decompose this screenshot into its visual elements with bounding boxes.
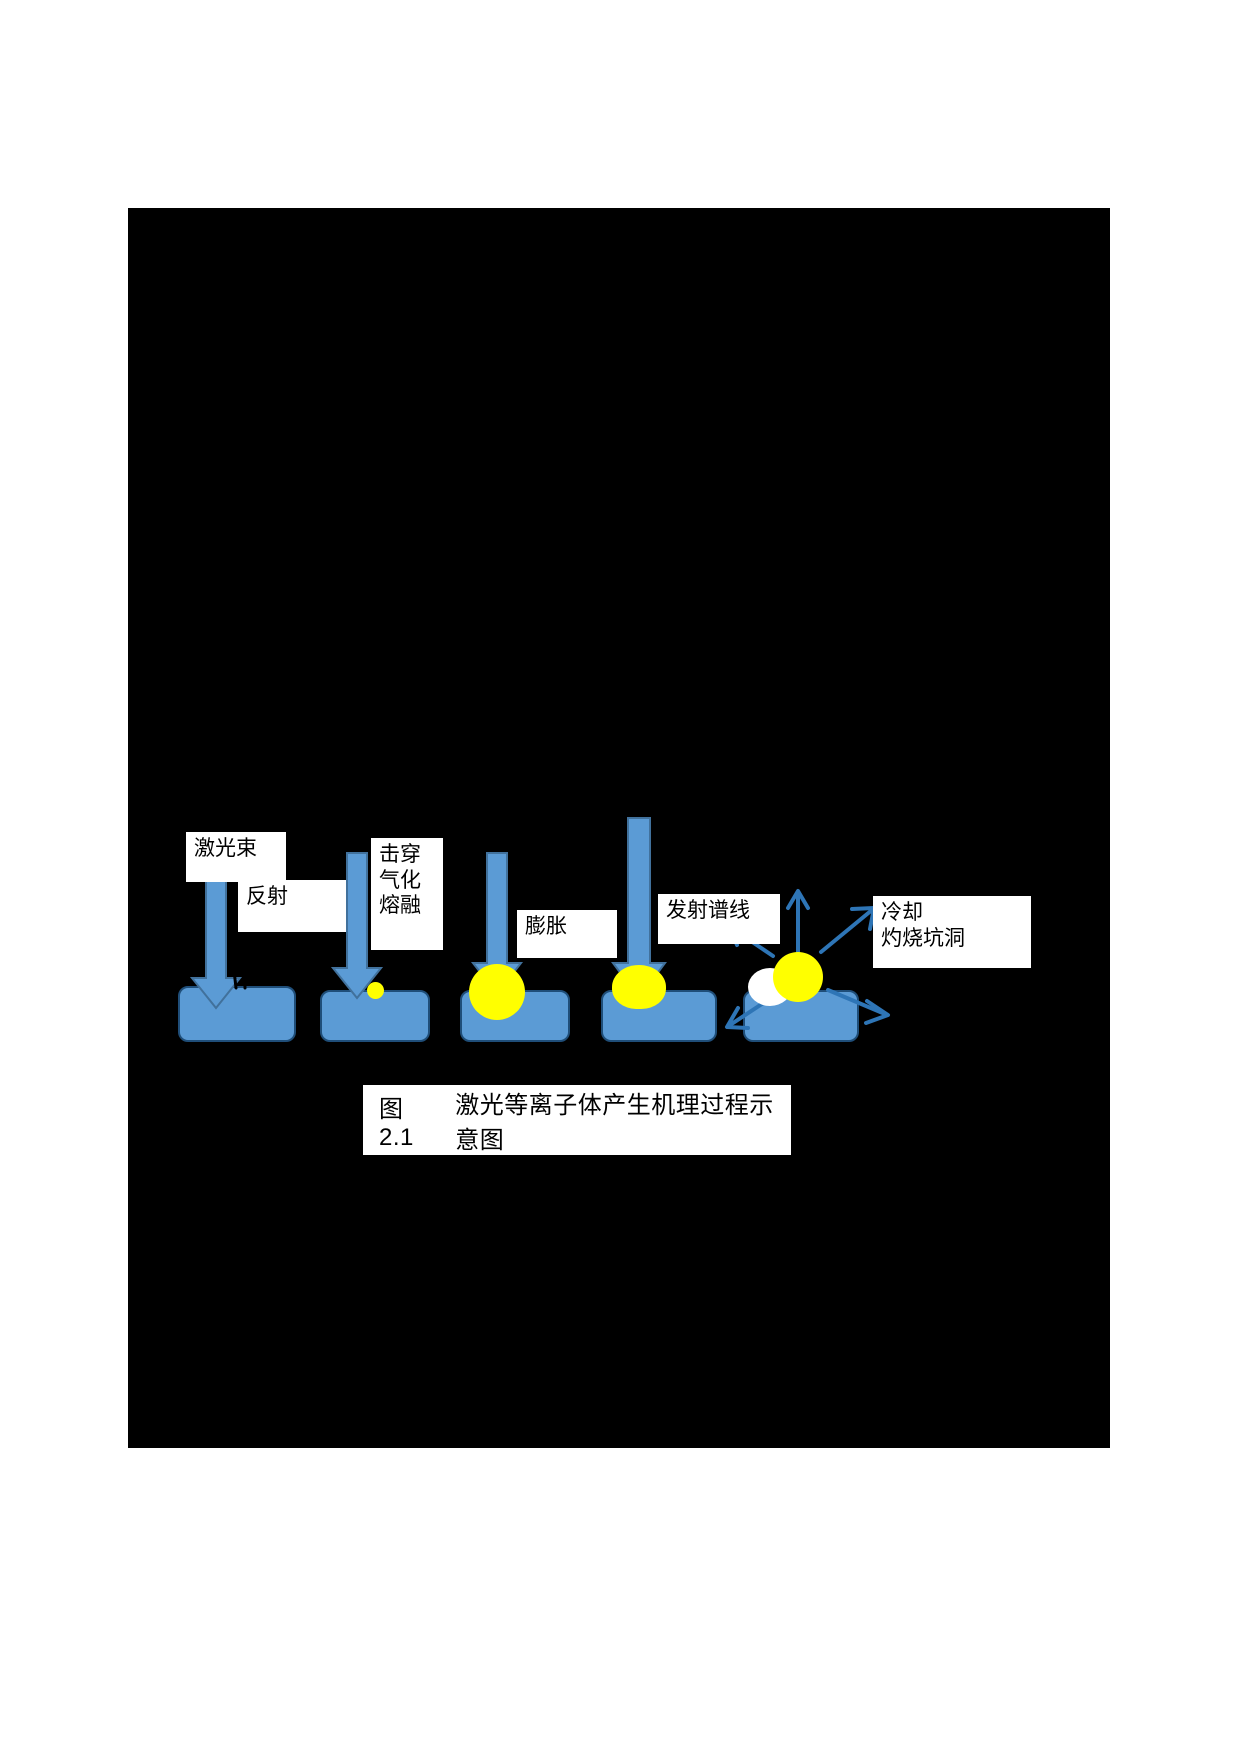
label-cooling: 冷却 灼烧坑洞: [873, 896, 1031, 968]
label-laser-beam: 激光束: [186, 832, 286, 882]
arrow-layer: [189, 817, 890, 1030]
plasma-ball-stage3: [469, 964, 525, 1020]
plasma-plume-stage4: [612, 965, 666, 1009]
plasma-ball-stage5: [773, 952, 823, 1002]
figure-caption-text: 激光等离子体产生机理过程示意图: [455, 1092, 774, 1154]
label-emission-lines: 发射谱线: [658, 894, 780, 944]
figure-number: 图2.1: [379, 1095, 414, 1151]
figure-canvas: 激光束 反射 击穿 气化 熔融 膨胀 发射谱线 冷却 灼烧坑洞: [128, 208, 1110, 1448]
label-expansion: 膨胀: [517, 910, 617, 958]
plasma-dot-stage2: [367, 982, 384, 999]
label-breakdown: 击穿 气化 熔融: [371, 838, 443, 950]
substrate-block-1: [178, 986, 296, 1042]
label-reflection: 反射: [238, 880, 346, 932]
figure-caption-bar: 图2.1 激光等离子体产生机理过程示意图: [363, 1085, 791, 1155]
